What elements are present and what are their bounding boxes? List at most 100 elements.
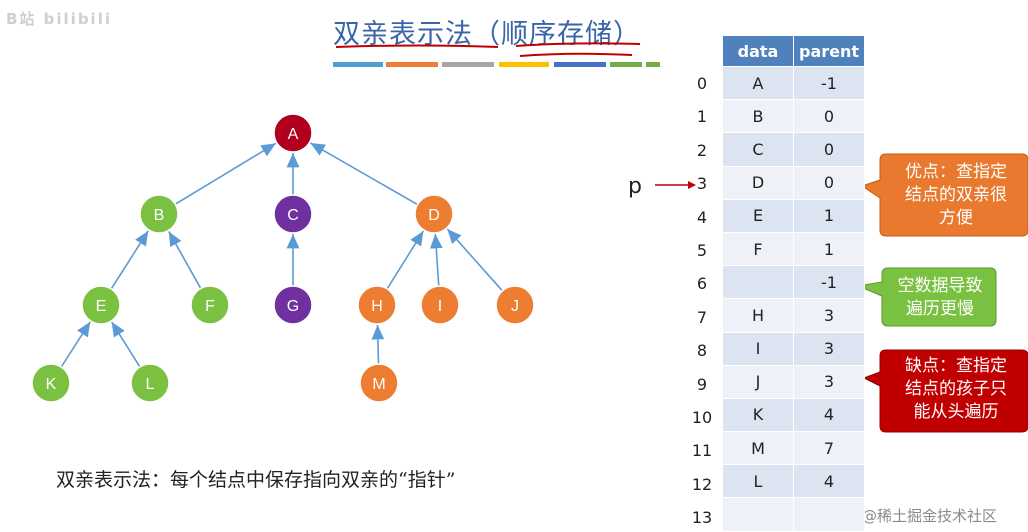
cell-data: I xyxy=(722,331,794,366)
tree-node-circle xyxy=(420,285,460,325)
tree-node-label: A xyxy=(288,126,299,143)
table-row: A-1 xyxy=(722,65,865,101)
callout-advantage-line-1: 优点：查指定 xyxy=(905,162,1007,182)
color-bar-segment xyxy=(610,62,642,67)
edge-e-to-b xyxy=(110,230,149,290)
cell-parent: 3 xyxy=(793,298,865,333)
tree-node-circle xyxy=(273,194,313,234)
color-bar-segment xyxy=(386,62,438,67)
callout-advantage-line-3: 方便 xyxy=(939,208,973,228)
caption: 双亲表示法：每个结点中保存指向双亲的“指针” xyxy=(56,469,456,491)
callout-weakness-line-2: 结点的孩子只 xyxy=(905,379,1007,399)
cell-data xyxy=(722,265,794,300)
edge-i-to-d xyxy=(429,233,443,287)
row-index: 9 xyxy=(696,374,708,394)
cell-parent: 1 xyxy=(793,231,865,267)
cell-parent: 7 xyxy=(793,431,865,466)
cell-parent: 1 xyxy=(793,198,865,233)
tree-node-label: M xyxy=(372,376,385,393)
edge-h-to-d xyxy=(386,230,425,290)
callout-weakness-line-1: 缺点：查指定 xyxy=(905,356,1007,376)
tree-node-circle xyxy=(495,285,535,325)
cell-data: K xyxy=(722,397,794,433)
callout-advantage-line-2: 结点的双亲很 xyxy=(905,185,1007,205)
color-bar-segment xyxy=(333,62,383,67)
row-index: 11 xyxy=(691,441,713,461)
title-underline-red-1 xyxy=(515,42,641,47)
cell-data: J xyxy=(722,364,794,399)
color-bar-segment xyxy=(442,62,494,67)
color-bar-segment xyxy=(499,62,549,67)
tree-node-b: B xyxy=(139,194,179,234)
header-data: data xyxy=(722,35,794,67)
tree-node-i: I xyxy=(420,285,460,325)
tree-node-circle xyxy=(81,285,121,325)
callout-empty-line-2: 遍历更慢 xyxy=(906,299,974,319)
cell-data: M xyxy=(722,431,794,466)
cell-data: F xyxy=(722,231,794,267)
pointer-arrow-head xyxy=(688,181,696,189)
tree-node-circle xyxy=(31,363,71,403)
color-bar xyxy=(333,62,660,67)
cell-parent: 4 xyxy=(793,397,865,433)
color-bar-segment xyxy=(554,62,606,67)
cell-parent xyxy=(793,497,865,532)
tree-node-circle xyxy=(359,363,399,403)
edge-j-to-d xyxy=(446,228,503,292)
tree-node-e: E xyxy=(81,285,121,325)
cell-parent: 3 xyxy=(793,331,865,366)
cell-parent: 0 xyxy=(793,99,865,134)
row-index: 10 xyxy=(691,408,713,427)
edge-f-to-b xyxy=(168,231,202,289)
tree-node-label: E xyxy=(96,298,107,315)
bilibili-watermark: B站 bilibili xyxy=(6,10,112,28)
callout-empty-data: 空数据导致 遍历更慢 xyxy=(886,275,994,321)
row-index: 4 xyxy=(696,207,708,227)
row-index: 2 xyxy=(696,140,708,160)
cell-parent: 0 xyxy=(793,132,865,167)
cell-data: C xyxy=(722,132,794,167)
cell-parent: 4 xyxy=(793,464,865,499)
row-index: 12 xyxy=(691,474,713,494)
tree-node-label: B xyxy=(154,207,165,224)
callout-weakness-line-3: 能从头遍历 xyxy=(913,402,999,422)
cell-data: L xyxy=(722,464,794,499)
row-index: 13 xyxy=(691,508,713,528)
tree-node-g: G xyxy=(273,285,313,325)
cell-parent: 0 xyxy=(793,165,865,200)
tree-node-c: C xyxy=(273,194,313,234)
callout-weakness: 缺点：查指定 结点的孩子只 能从头遍历 xyxy=(886,355,1026,424)
callout-advantage: 优点：查指定 结点的双亲很 方便 xyxy=(886,161,1026,230)
callout-empty-box xyxy=(856,267,997,327)
tree-node-h: H xyxy=(357,285,397,325)
tree-node-label: K xyxy=(46,376,57,393)
table-row: -1 xyxy=(722,265,865,300)
tree-node-j: J xyxy=(495,285,535,325)
tree-node-circle xyxy=(273,285,313,325)
tree-node-label: C xyxy=(287,207,299,224)
pointer-p-label: p xyxy=(628,174,642,199)
tree-node-k: K xyxy=(31,363,71,403)
tree-node-circle xyxy=(130,363,170,403)
tree-node-circle xyxy=(139,194,179,234)
title-underline xyxy=(335,44,499,48)
row-index: 0 xyxy=(696,74,708,93)
tree-node-circle xyxy=(273,113,313,153)
tree-node-label: J xyxy=(511,298,519,315)
tree-node-a: A xyxy=(273,113,313,153)
cell-data: D xyxy=(722,165,794,200)
cell-data: B xyxy=(722,99,794,134)
edge-k-to-e xyxy=(60,321,91,368)
tree-node-circle xyxy=(357,285,397,325)
title-underline-red-2 xyxy=(519,52,633,57)
tree-node-circle xyxy=(414,194,454,234)
